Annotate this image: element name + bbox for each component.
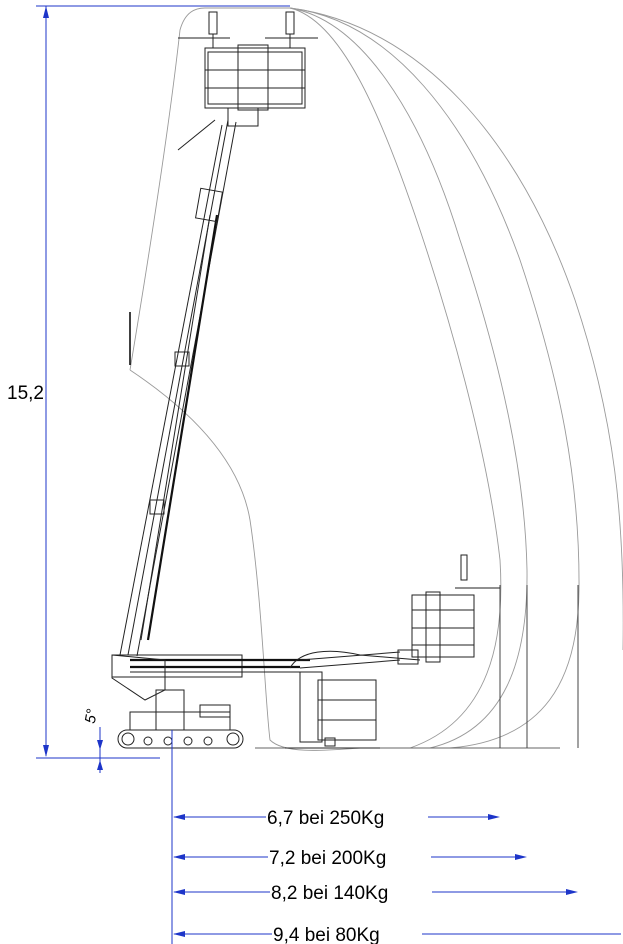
tilt-angle-indicator: 5° xyxy=(82,708,103,773)
tilt-angle-label: 5° xyxy=(82,708,101,725)
reach-dimension-2: 7,2 bei 200Kg xyxy=(173,848,527,869)
height-dimension: 15,2 xyxy=(7,5,290,759)
envelope-curve-2 xyxy=(289,7,528,749)
envelope-curve-inner-right xyxy=(129,369,361,751)
envelope-curve-1 xyxy=(289,7,502,749)
height-value: 15,2 xyxy=(7,383,44,404)
envelope-curve-inner-left xyxy=(129,7,290,371)
reach-label-2: 7,2 bei 200Kg xyxy=(269,848,386,869)
tracked-chassis xyxy=(117,689,244,749)
reach-label-1: 6,7 bei 250Kg xyxy=(267,808,384,829)
reach-dimension-1: 6,7 bei 250Kg xyxy=(173,808,500,829)
envelope-curve-4 xyxy=(289,7,623,650)
reach-label-4: 9,4 bei 80Kg xyxy=(273,925,380,944)
raised-boom xyxy=(119,119,237,657)
working-envelope xyxy=(129,7,623,751)
reach-dimension-4: 9,4 bei 80Kg xyxy=(173,925,621,944)
envelope-curve-3 xyxy=(289,7,580,749)
reach-dimension-3: 8,2 bei 140Kg xyxy=(173,883,578,904)
reach-label-3: 8,2 bei 140Kg xyxy=(271,883,388,904)
horizontal-boom xyxy=(111,650,421,701)
upper-basket xyxy=(178,11,318,127)
side-basket xyxy=(397,554,500,665)
lowered-basket xyxy=(285,671,380,749)
